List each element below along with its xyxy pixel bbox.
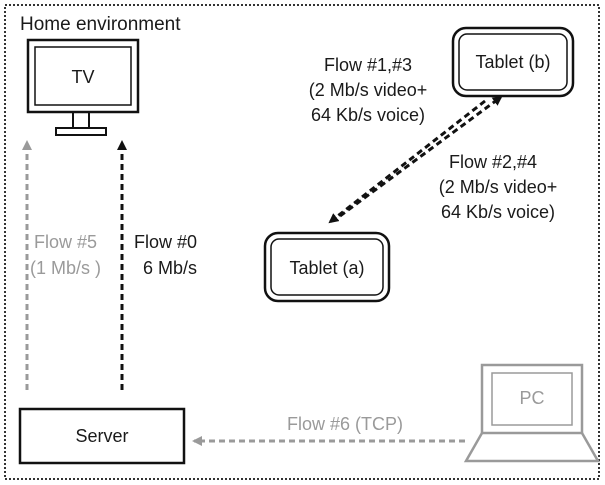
server-label: Server: [75, 426, 128, 446]
flow5-label-line1: Flow #5: [34, 232, 97, 252]
flow5-label-line2: (1 Mb/s ): [30, 258, 101, 278]
tablet-b-outer: [451, 26, 575, 98]
server-box: [18, 407, 186, 465]
tablet-a-label: Tablet (a): [289, 258, 364, 278]
flow24-label-line2: (2 Mb/s video+: [439, 177, 558, 197]
pc-screen-inner: [491, 372, 573, 426]
home-environment-title: Home environment: [20, 14, 181, 35]
tablet-a-outer: [263, 231, 391, 303]
pc-screen-outer: [480, 363, 584, 435]
tv-screen-inner: [34, 46, 132, 106]
flow13-label-line1: Flow #1,#3: [324, 55, 412, 75]
pc-keyboard-base: [463, 432, 601, 463]
flow0-label-line1: Flow #0: [134, 232, 197, 252]
tablet-a-device: Tablet (a): [263, 231, 391, 303]
tablet-b-inner: [458, 33, 568, 91]
tablet-a-inner: [270, 238, 384, 296]
flow13-label-line3: 64 Kb/s voice): [311, 105, 425, 125]
tablet-b-device: Tablet (b): [451, 26, 575, 98]
flow24-label-line1: Flow #2,#4: [449, 152, 537, 172]
pc-device: PC: [463, 363, 601, 463]
home-environment-boundary: [4, 4, 600, 480]
tv-stand-neck: [72, 111, 90, 129]
flow24-arrow: [328, 99, 486, 224]
flow13-label-line2: (2 Mb/s video+: [309, 80, 428, 100]
flow24-label-line3: 64 Kb/s voice): [441, 202, 555, 222]
flow6-label: Flow #6 (TCP): [287, 414, 403, 434]
server-device: Server: [18, 407, 186, 465]
tv-stand-base: [55, 127, 107, 136]
tv-label: TV: [71, 67, 94, 87]
flow0-label-line2: 6 Mb/s: [143, 258, 197, 278]
flow13-arrow: [339, 95, 503, 218]
tablet-b-label: Tablet (b): [475, 52, 550, 72]
tv-device: TV: [26, 38, 140, 136]
pc-label: PC: [519, 388, 544, 408]
